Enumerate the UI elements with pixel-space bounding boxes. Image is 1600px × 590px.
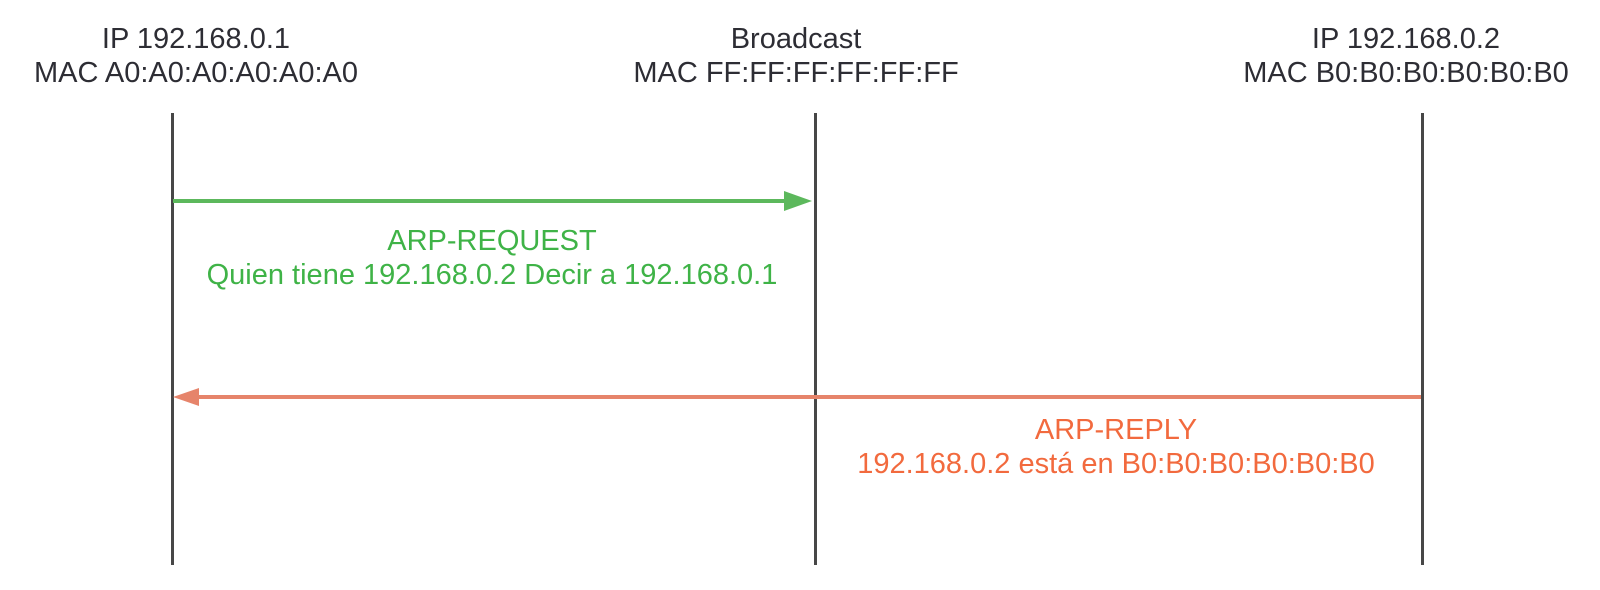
lifeline-host-b — [1421, 113, 1424, 565]
arp-reply-label: ARP-REPLY 192.168.0.2 está en B0:B0:B0:B… — [857, 413, 1375, 481]
actor-ip-label: IP 192.168.0.2 — [1311, 23, 1501, 55]
arp-reply-arrow-line — [199, 395, 1421, 399]
arp-request-arrow-line — [173, 199, 784, 203]
actor-title-label: Broadcast — [730, 23, 862, 55]
actor-header-host-b: IP 192.168.0.2 MAC B0:B0:B0:B0:B0:B0 — [1243, 22, 1569, 90]
actor-header-broadcast: Broadcast MAC FF:FF:FF:FF:FF:FF — [633, 22, 958, 90]
message-detail: Quien tiene 192.168.0.2 Decir a 192.168.… — [206, 259, 778, 291]
message-title: ARP-REPLY — [1034, 414, 1198, 446]
arp-request-label: ARP-REQUEST Quien tiene 192.168.0.2 Deci… — [207, 224, 778, 292]
actor-header-host-a: IP 192.168.0.1 MAC A0:A0:A0:A0:A0:A0 — [34, 22, 358, 90]
lifeline-broadcast — [814, 113, 817, 565]
actor-mac-label: MAC B0:B0:B0:B0:B0:B0 — [1243, 57, 1569, 89]
actor-mac-label: MAC A0:A0:A0:A0:A0:A0 — [33, 57, 359, 89]
actor-mac-label: MAC FF:FF:FF:FF:FF:FF — [633, 57, 959, 89]
message-detail: 192.168.0.2 está en B0:B0:B0:B0:B0:B0 — [857, 448, 1375, 480]
actor-ip-label: IP 192.168.0.1 — [101, 23, 291, 55]
arrowhead-left-icon — [173, 388, 199, 406]
arrowhead-right-icon — [784, 191, 812, 211]
lifeline-host-a — [171, 113, 174, 565]
message-title: ARP-REQUEST — [387, 225, 597, 257]
